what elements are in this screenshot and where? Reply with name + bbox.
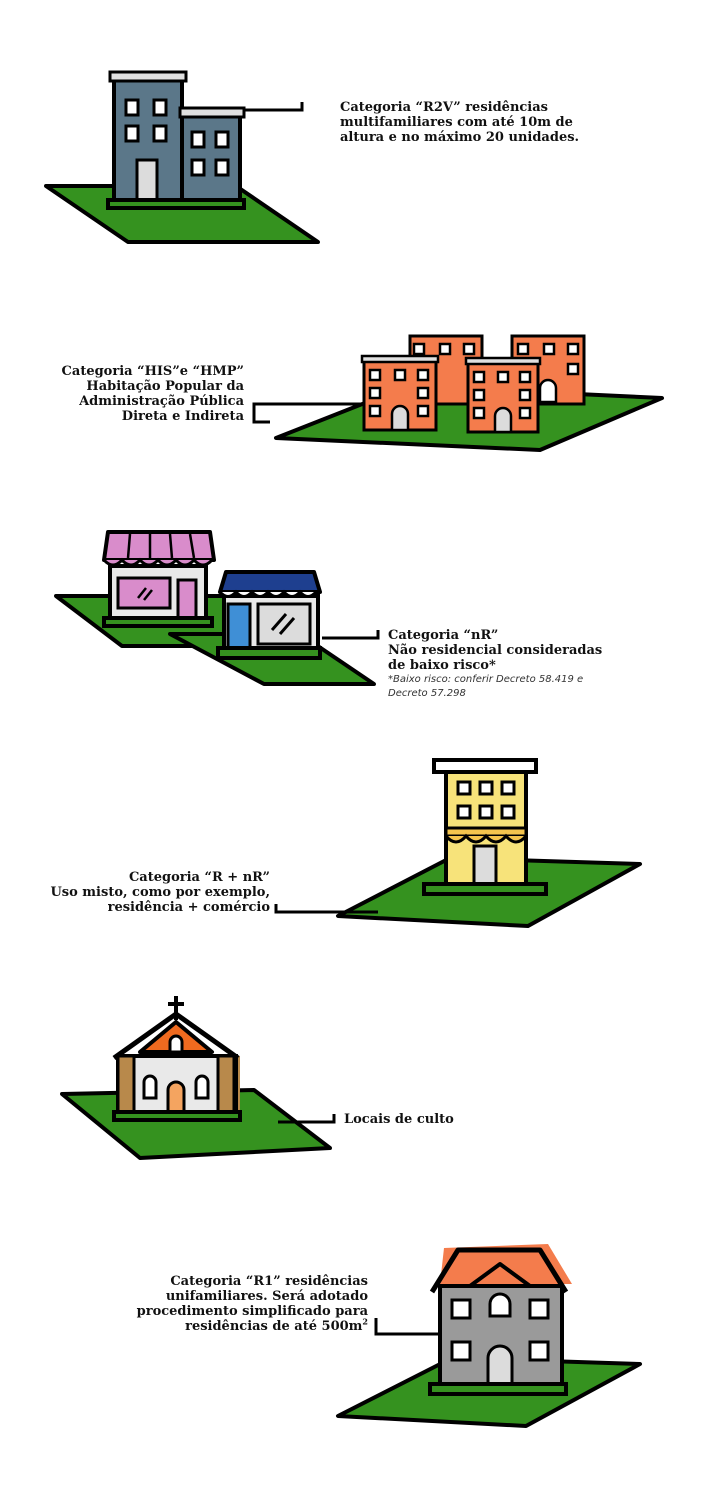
church-icon (60, 996, 336, 1160)
shops-icon (54, 530, 380, 686)
caption-line: Direta e Indireta (121, 409, 244, 424)
caption-note: *Baixo risco: conferir Decreto 58.419 e (388, 674, 584, 685)
slate-apartment-building-icon (44, 70, 320, 244)
caption-line: Locais de culto (344, 1112, 454, 1127)
caption-line: Categoria “R1” residências (170, 1274, 368, 1289)
caption-line: Não residencial consideradas (388, 643, 603, 658)
mixed-use-building-icon (274, 758, 642, 928)
caption-line: altura e no máximo 20 unidades. (340, 130, 580, 145)
category-nr: Categoria “nR” Não residencial considera… (0, 0, 704, 710)
caption-line: Categoria “R + nR” (128, 870, 270, 885)
caption-line: residências de até 500m (185, 1319, 363, 1334)
caption-line: unifamiliares. Será adotado (165, 1289, 368, 1304)
category-r2v: Categoria “R2V” residências multifamilia… (0, 0, 704, 250)
orange-housing-blocks-icon (252, 334, 664, 452)
caption-line: residência + comércio (107, 900, 270, 915)
category-r-nr-caption: Categoria “R + nR” Uso misto, como por e… (50, 870, 270, 915)
caption-line: Habitação Popular da (86, 379, 244, 394)
caption-line: Uso misto, como por exemplo, (50, 885, 270, 900)
caption-line: Categoria “nR” (388, 628, 499, 643)
superscript: 2 (362, 1316, 368, 1327)
caption-note: Decreto 57.298 (388, 688, 466, 699)
category-culto-caption: Locais de culto (344, 1112, 454, 1127)
caption-line: Administração Pública (79, 394, 244, 409)
category-nr-caption: Categoria “nR” Não residencial considera… (388, 628, 602, 701)
caption-line: multifamiliares com até 10m de (340, 115, 573, 130)
category-r2v-caption: Categoria “R2V” residências multifamilia… (340, 100, 579, 145)
caption-line: de baixo risco* (388, 658, 496, 673)
category-his-hmp: Categoria “HIS”e “HMP” Habitação Popular… (0, 0, 704, 470)
category-culto: Locais de culto (60, 996, 454, 1160)
caption-line: procedimento simplificado para (136, 1304, 368, 1319)
caption-line-with-superscript: residências de até 500m2 (137, 1316, 368, 1334)
category-r-nr: Categoria “R + nR” Uso misto, como por e… (50, 758, 642, 928)
caption-line: Categoria “R2V” residências (340, 100, 548, 115)
category-his-hmp-caption: Categoria “HIS”e “HMP” Habitação Popular… (62, 364, 244, 424)
caption-line: Categoria “HIS”e “HMP” (61, 364, 244, 379)
category-r1-caption: Categoria “R1” residências unifamiliares… (137, 1274, 368, 1334)
